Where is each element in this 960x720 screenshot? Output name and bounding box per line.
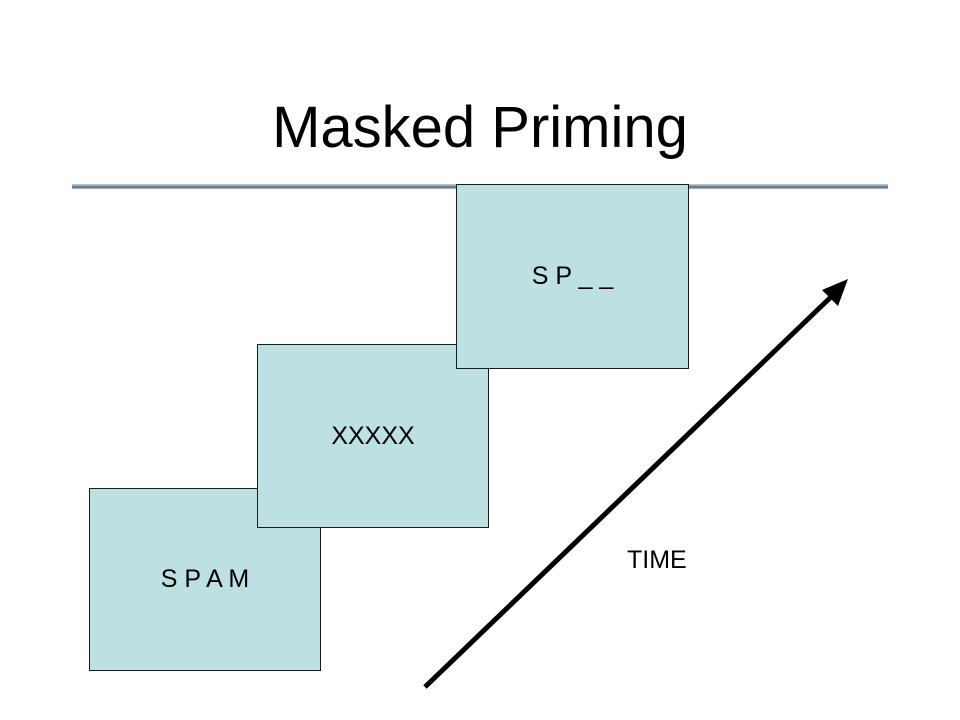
time-label: TIME: [627, 546, 687, 574]
time-arrow-head-icon: [822, 279, 848, 306]
mask-card-label: XXXXX: [331, 421, 415, 450]
target-card: S P _ _: [456, 184, 689, 369]
slide-title: Masked Priming: [272, 95, 688, 160]
mask-card: XXXXX: [257, 344, 489, 528]
prime-card-label: S P A M: [160, 565, 250, 593]
target-card-label: S P _ _: [531, 262, 614, 290]
